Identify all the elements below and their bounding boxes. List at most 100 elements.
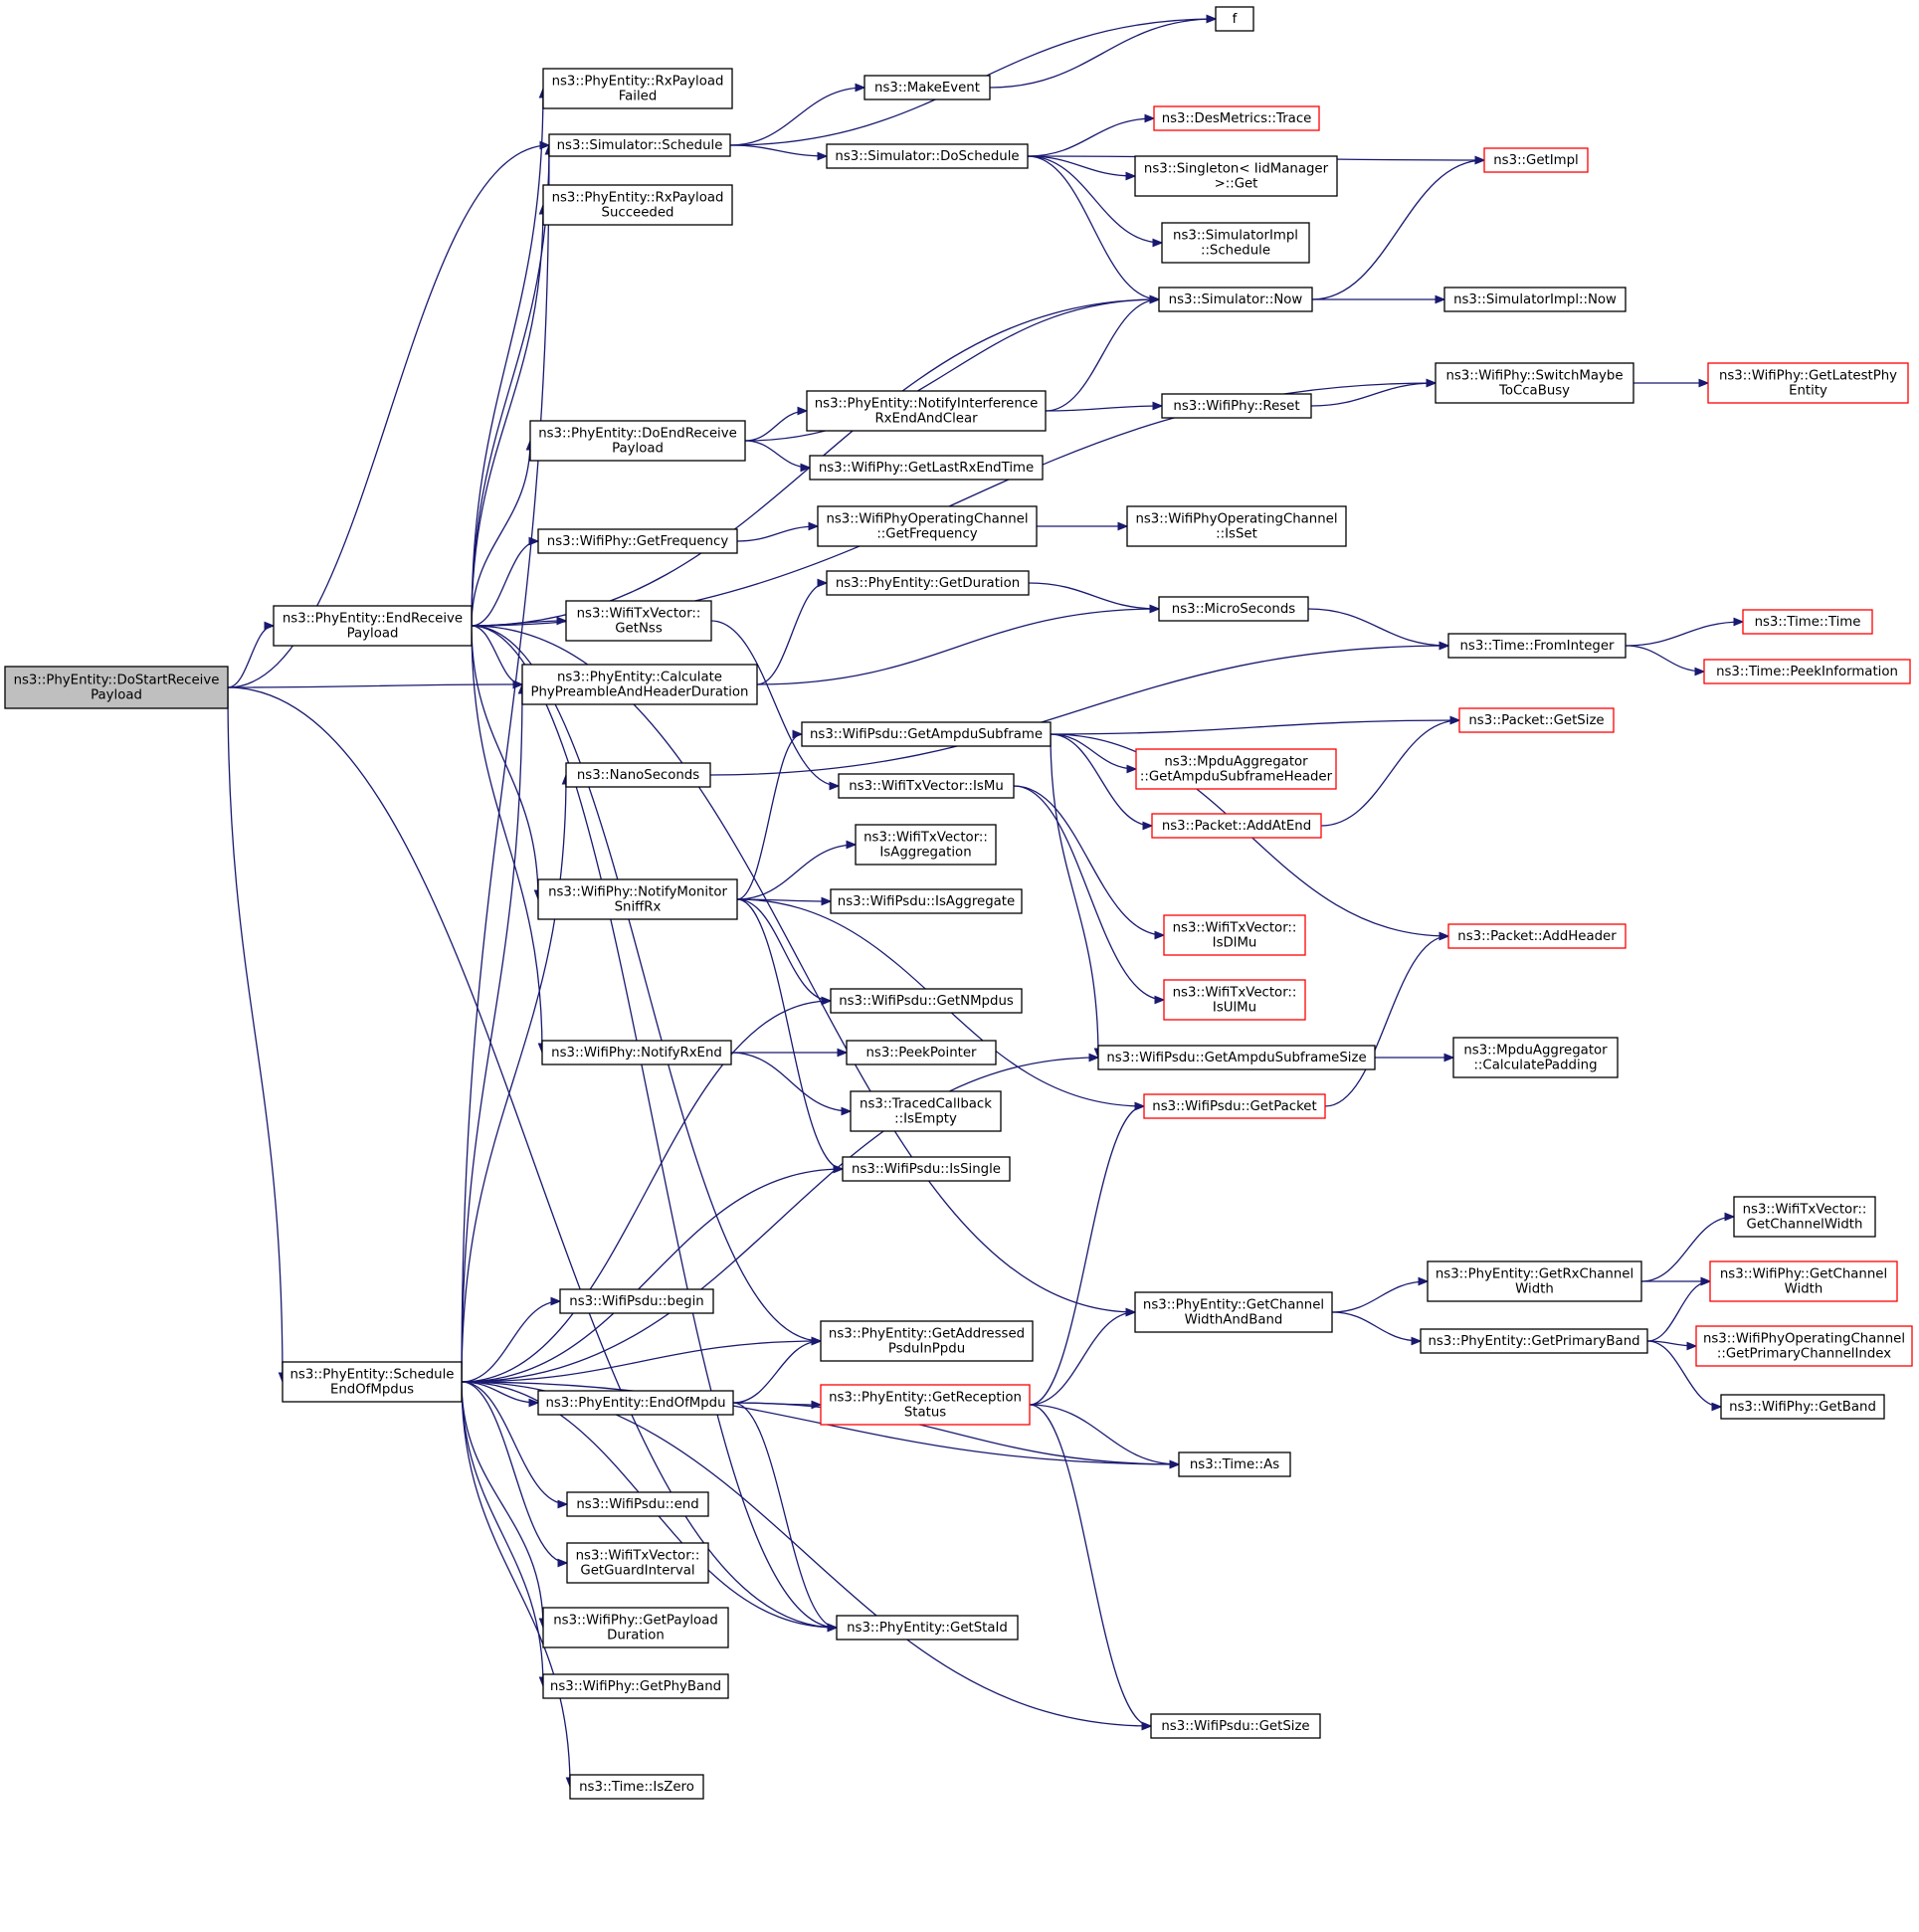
edge-arrowhead: [827, 1623, 839, 1633]
node-getGuardInterval[interactable]: ns3::WifiTxVector::GetGuardInterval: [566, 1542, 709, 1584]
node-addAtEnd[interactable]: ns3::Packet::AddAtEnd: [1151, 813, 1322, 839]
node-simSchedule[interactable]: ns3::Simulator::Schedule: [548, 133, 731, 157]
edge-arrowhead: [1411, 1336, 1423, 1346]
node-endOfMpdu[interactable]: ns3::PhyEntity::EndOfMpdu: [537, 1390, 734, 1416]
node-calculatePadding[interactable]: ns3::MpduAggregator::CalculatePadding: [1452, 1037, 1619, 1078]
node-label-line: ns3::Simulator::Now: [1169, 292, 1303, 307]
node-box: [809, 455, 1044, 481]
edge-path: [461, 1340, 822, 1383]
node-label-line: ns3::PhyEntity::EndReceive: [283, 612, 463, 627]
node-getAmpduSubframe[interactable]: ns3::WifiPsdu::GetAmpduSubframe: [801, 721, 1052, 747]
node-timeTime[interactable]: ns3::Time::Time: [1742, 609, 1873, 635]
node-makeEvent[interactable]: ns3::MakeEvent: [864, 75, 991, 100]
node-label-line: ns3::WifiPsdu::IsAggregate: [838, 894, 1015, 909]
node-getPrimaryBand[interactable]: ns3::PhyEntity::GetPrimaryBand: [1420, 1328, 1648, 1354]
node-peekPointer[interactable]: ns3::PeekPointer: [846, 1040, 997, 1065]
node-simImplSchedule[interactable]: ns3::SimulatorImpl::Schedule: [1161, 222, 1310, 264]
node-psduBegin[interactable]: ns3::WifiPsdu::begin: [559, 1288, 714, 1314]
node-getChannelWidthTx[interactable]: ns3::WifiTxVector::GetChannelWidth: [1733, 1196, 1876, 1238]
node-notifyInterference[interactable]: ns3::PhyEntity::NotifyInterferenceRxEndA…: [806, 390, 1047, 432]
edge-getAmpduSubframe-to-packetGetSize: [1050, 715, 1461, 735]
node-getAmpduSubframeSize[interactable]: ns3::WifiPsdu::GetAmpduSubframeSize: [1097, 1045, 1376, 1070]
node-box: [1163, 979, 1306, 1021]
edge-scheduleEndOfMpdus-to-getPayloadDuration: [461, 1381, 548, 1630]
node-label-line: ToCcaBusy: [1498, 384, 1570, 399]
edge-scheduleEndOfMpdus-to-getPhyBand: [461, 1381, 548, 1688]
node-simImplNow[interactable]: ns3::SimulatorImpl::Now: [1443, 287, 1627, 312]
node-isAggregation[interactable]: ns3::WifiTxVector::IsAggregation: [855, 824, 997, 866]
node-psduIsAggregate[interactable]: ns3::WifiPsdu::IsAggregate: [830, 888, 1023, 914]
node-tracedIsEmpty[interactable]: ns3::TracedCallback::IsEmpty: [850, 1090, 1002, 1132]
edge-path: [1029, 1311, 1136, 1406]
node-nanoSeconds[interactable]: ns3::NanoSeconds: [565, 762, 711, 788]
node-box: [1435, 362, 1634, 404]
node-label-line: ns3::MpduAggregator: [1164, 755, 1308, 770]
edge-path: [461, 1381, 571, 1788]
node-doSchedule[interactable]: ns3::Simulator::DoSchedule: [826, 143, 1029, 169]
edge-getChannelWidthAndBand-to-getPrimaryBand: [1331, 1311, 1423, 1346]
node-packetGetSize[interactable]: ns3::Packet::GetSize: [1458, 707, 1615, 733]
node-mpduAggHeader[interactable]: ns3::MpduAggregator::GetAmpduSubframeHea…: [1135, 748, 1337, 790]
edge-path: [1045, 405, 1163, 412]
node-simNow[interactable]: ns3::Simulator::Now: [1158, 287, 1313, 312]
node-psduEnd[interactable]: ns3::WifiPsdu::end: [566, 1491, 709, 1517]
node-desMetricsTrace[interactable]: ns3::DesMetrics::Trace: [1153, 105, 1320, 131]
node-notifyRxEnd[interactable]: ns3::WifiPhy::NotifyRxEnd: [541, 1040, 732, 1065]
node-getStaId[interactable]: ns3::PhyEntity::GetStaId: [836, 1615, 1019, 1641]
node-isDlMu[interactable]: ns3::WifiTxVector::IsDlMu: [1163, 914, 1306, 956]
edge-path: [736, 898, 832, 1002]
node-label-line: ns3::Singleton< IidManager: [1144, 162, 1329, 177]
node-wifiPhyGetFrequency[interactable]: ns3::WifiPhy::GetFrequency: [537, 528, 738, 554]
node-calcPhyPreamble[interactable]: ns3::PhyEntity::CalculatePhyPreambleAndH…: [521, 664, 758, 705]
node-wifiPhyGetChannelWidth[interactable]: ns3::WifiPhy::GetChannelWidth: [1709, 1260, 1898, 1302]
node-box: [842, 1156, 1011, 1182]
edge-scheduleEndOfMpdus-to-isSingle: [461, 1164, 845, 1383]
edge-doSchedule-to-simImplSchedule: [1027, 155, 1164, 248]
node-timeAs[interactable]: ns3::Time::As: [1178, 1451, 1291, 1477]
node-addHeader[interactable]: ns3::Packet::AddHeader: [1447, 923, 1627, 949]
node-label-line: ns3::MakeEvent: [874, 81, 980, 96]
node-getNMpdus[interactable]: ns3::WifiPsdu::GetNMpdus: [830, 988, 1023, 1014]
node-timeFromInteger[interactable]: ns3::Time::FromInteger: [1447, 633, 1627, 659]
node-getImpl[interactable]: ns3::GetImpl: [1483, 147, 1589, 173]
node-isUlMu[interactable]: ns3::WifiTxVector::IsUlMu: [1163, 979, 1306, 1021]
node-box: [542, 184, 733, 226]
node-wifiPhyGetBand[interactable]: ns3::WifiPhy::GetBand: [1720, 1394, 1885, 1420]
node-wpocGetFrequency[interactable]: ns3::WifiPhyOperatingChannel::GetFrequen…: [817, 505, 1038, 547]
node-psduGetSize[interactable]: ns3::WifiPsdu::GetSize: [1150, 1713, 1321, 1739]
node-getPrimaryChannelIndex[interactable]: ns3::WifiPhyOperatingChannel::GetPrimary…: [1695, 1325, 1913, 1367]
node-getNss[interactable]: ns3::WifiTxVector::GetNss: [565, 600, 712, 642]
edge-arrowhead: [1449, 715, 1461, 725]
node-wifiPhyReset[interactable]: ns3::WifiPhy::Reset: [1161, 393, 1312, 419]
node-box: [820, 1320, 1034, 1362]
node-getDuration[interactable]: ns3::PhyEntity::GetDuration: [826, 570, 1030, 596]
node-timeIsZero[interactable]: ns3::Time::IsZero: [569, 1774, 704, 1800]
node-f[interactable]: f: [1215, 6, 1254, 32]
node-getPhyBand[interactable]: ns3::WifiPhy::GetPhyBand: [542, 1673, 729, 1699]
node-label-line: ns3::Time::PeekInformation: [1716, 665, 1898, 679]
node-microSeconds[interactable]: ns3::MicroSeconds: [1158, 596, 1309, 622]
node-peekInformation[interactable]: ns3::Time::PeekInformation: [1703, 659, 1911, 684]
node-singletonGet[interactable]: ns3::Singleton< IidManager >::Get: [1134, 155, 1338, 197]
node-wpocIsSet[interactable]: ns3::WifiPhyOperatingChannel::IsSet: [1126, 505, 1347, 547]
node-isMu[interactable]: ns3::WifiTxVector::IsMu: [838, 773, 1015, 799]
edge-endReceivePayload-to-rxPayloadSucceeded: [471, 203, 548, 627]
node-getPacket[interactable]: ns3::WifiPsdu::GetPacket: [1143, 1093, 1326, 1119]
node-box: [1178, 1451, 1291, 1477]
node-isSingle[interactable]: ns3::WifiPsdu::IsSingle: [842, 1156, 1011, 1182]
node-getLastRxEndTime[interactable]: ns3::WifiPhy::GetLastRxEndTime: [809, 455, 1044, 481]
